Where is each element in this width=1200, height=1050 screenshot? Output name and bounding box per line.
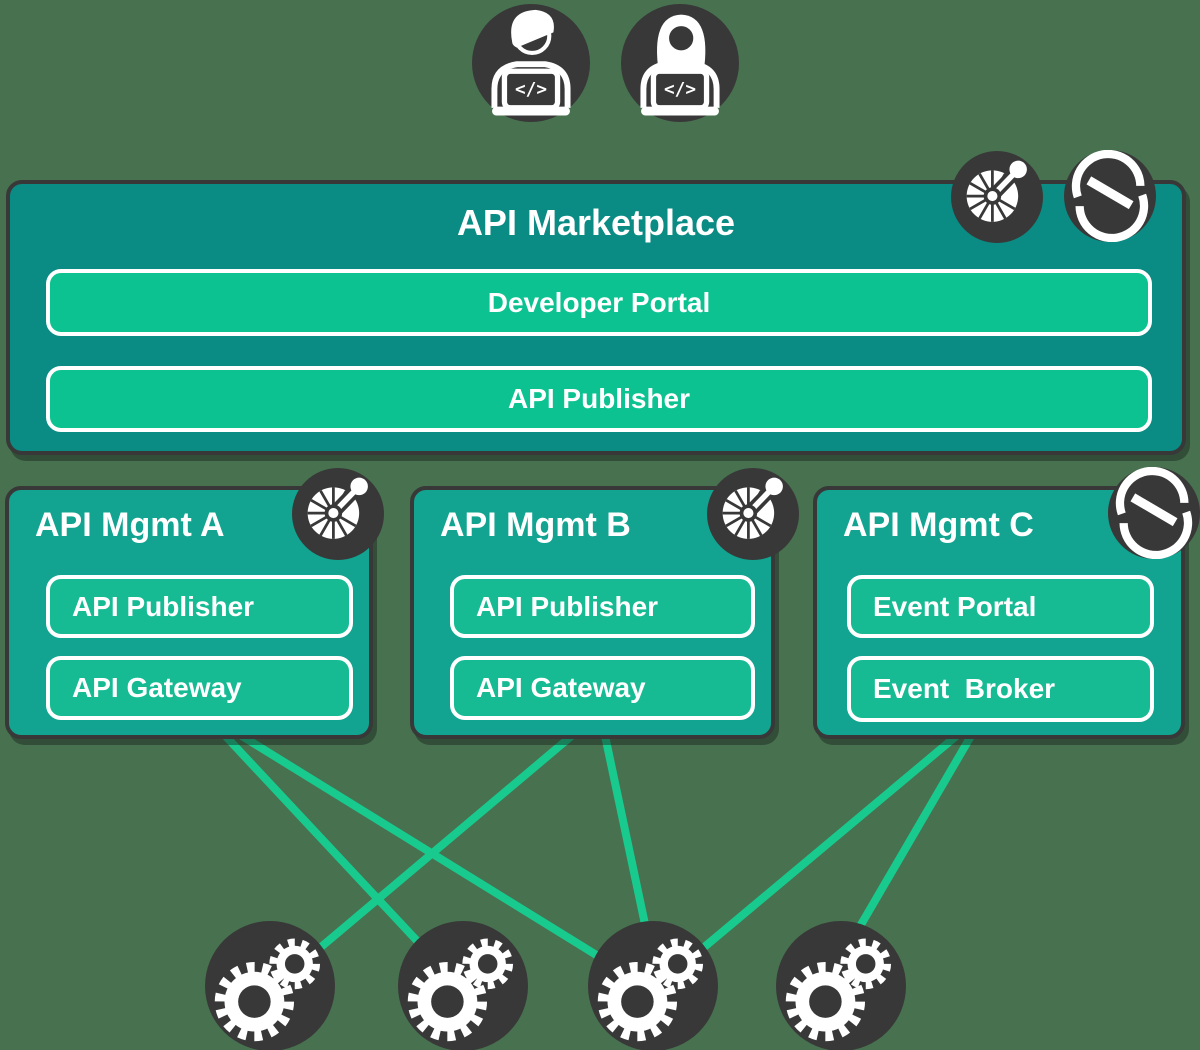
api-mgmt-b-publisher-label: API Publisher bbox=[476, 590, 659, 622]
api-pinwheel-icon bbox=[292, 468, 384, 560]
gears-icon bbox=[398, 921, 528, 1050]
api-pinwheel-icon bbox=[707, 468, 799, 560]
api-mgmt-a-panel: API Mgmt A API Publisher API Gateway bbox=[5, 486, 373, 739]
developer-portal-label: Developer Portal bbox=[487, 286, 711, 318]
api-mgmt-b-gateway-label: API Gateway bbox=[476, 672, 646, 703]
api-mgmt-c-event-portal-label: Event Portal bbox=[873, 590, 1037, 622]
solace-s-icon bbox=[1108, 467, 1200, 559]
solace-s-icon bbox=[1064, 150, 1156, 242]
api-publisher-label: API Publisher bbox=[507, 383, 691, 414]
connector-mgmtC-gateway3 bbox=[650, 708, 988, 994]
female-developer-icon: </> bbox=[621, 4, 739, 122]
api-mgmt-c-event-portal-box: Event Portal bbox=[847, 575, 1154, 638]
api-mgmt-c-event-broker-label: Event Broker bbox=[873, 673, 1056, 704]
gears-icon bbox=[205, 921, 335, 1050]
connector-mgmtA-gateway3 bbox=[200, 708, 656, 994]
api-mgmt-a-title: API Mgmt A bbox=[35, 506, 225, 544]
api-mgmt-b-gateway-box: API Gateway bbox=[450, 656, 755, 720]
code-glyph: </> bbox=[515, 80, 547, 100]
api-mgmt-a-gateway-box: API Gateway bbox=[46, 656, 353, 720]
gears-icon bbox=[776, 921, 906, 1050]
api-mgmt-a-publisher-box: API Publisher bbox=[46, 575, 353, 638]
gears-icon bbox=[588, 921, 718, 1050]
api-mgmt-b-publisher-box: API Publisher bbox=[450, 575, 755, 638]
developer-portal-box: Developer Portal bbox=[46, 269, 1152, 336]
api-mgmt-c-title: API Mgmt C bbox=[843, 506, 1034, 544]
connector-mgmtB-gateway1 bbox=[267, 708, 603, 994]
api-publisher-box-marketplace: API Publisher bbox=[46, 366, 1152, 432]
api-mgmt-a-gateway-label: API Gateway bbox=[72, 672, 242, 703]
code-glyph: </> bbox=[664, 80, 696, 100]
api-mgmt-b-title: API Mgmt B bbox=[440, 506, 631, 544]
male-developer-icon: </> bbox=[472, 4, 590, 122]
api-mgmt-b-panel: API Mgmt B API Publisher API Gateway bbox=[410, 486, 775, 739]
api-mgmt-c-event-broker-box: Event Broker bbox=[847, 656, 1154, 722]
api-pinwheel-icon bbox=[951, 151, 1043, 243]
api-mgmt-a-publisher-label: API Publisher bbox=[72, 590, 255, 622]
api-marketplace-title: API Marketplace bbox=[456, 202, 736, 243]
